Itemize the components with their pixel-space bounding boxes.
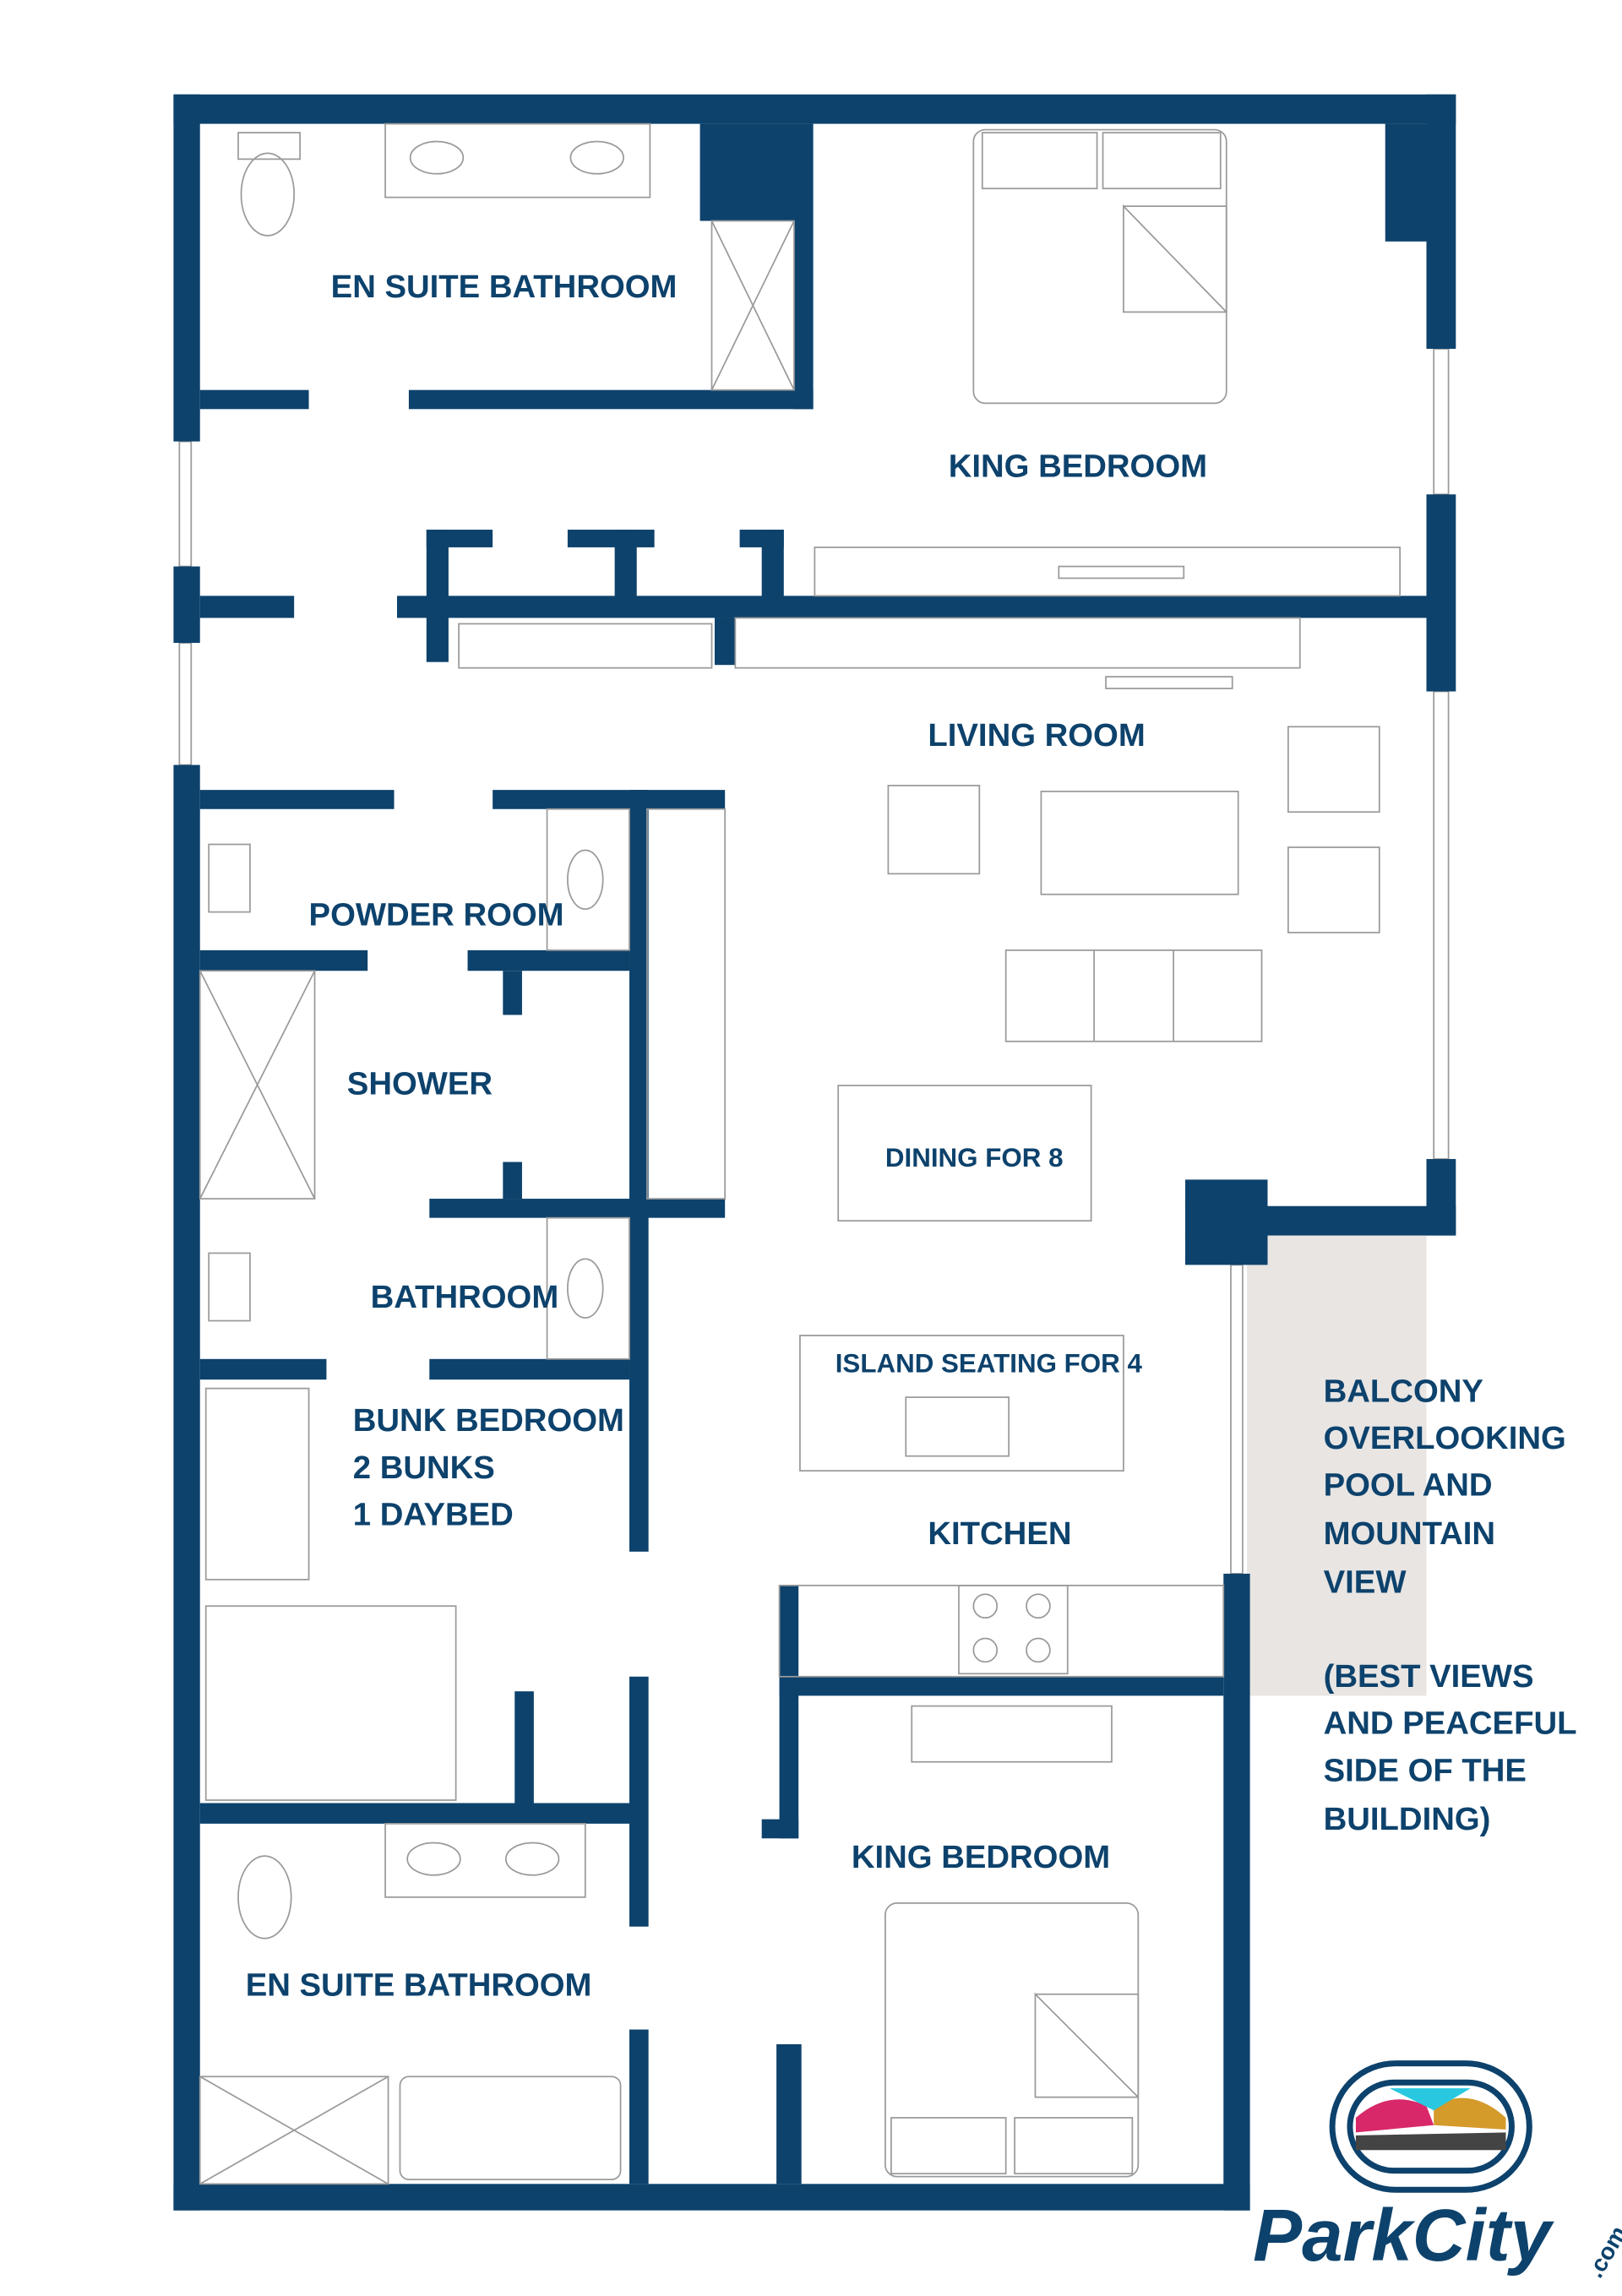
svg-text:AND PEACEFUL: AND PEACEFUL xyxy=(1324,1706,1577,1742)
label-dining: DINING FOR 8 xyxy=(885,1143,1064,1172)
svg-text:BUILDING): BUILDING) xyxy=(1324,1801,1491,1837)
label-ensuite-top: EN SUITE BATHROOM xyxy=(331,269,678,305)
label-shower: SHOWER xyxy=(347,1065,493,1102)
balcony-note: BALCONY OVERLOOKING POOL AND MOUNTAIN VI… xyxy=(1324,1373,1577,1837)
label-bunk-2: 2 BUNKS xyxy=(353,1450,495,1486)
label-island: ISLAND SEATING FOR 4 xyxy=(835,1348,1143,1378)
svg-text:(BEST VIEWS: (BEST VIEWS xyxy=(1324,1658,1534,1695)
label-kitchen: KITCHEN xyxy=(928,1515,1071,1552)
logo-wordmark: ParkCity xyxy=(1253,2195,1554,2277)
furniture xyxy=(199,122,1402,2185)
svg-text:VIEW: VIEW xyxy=(1324,1564,1407,1601)
parkcity-logo: ParkCity .com xyxy=(1253,2060,1622,2282)
label-king-bottom: KING BEDROOM xyxy=(852,1839,1110,1875)
balcony-area xyxy=(1247,1235,1427,1696)
label-ensuite-bottom: EN SUITE BATHROOM xyxy=(246,1967,592,2004)
svg-text:OVERLOOKING: OVERLOOKING xyxy=(1324,1420,1566,1456)
svg-text:POOL AND: POOL AND xyxy=(1324,1467,1493,1504)
label-powder: POWDER ROOM xyxy=(309,896,564,933)
walls xyxy=(173,94,1456,2211)
label-bunk-3: 1 DAYBED xyxy=(353,1496,514,1532)
label-bathroom: BATHROOM xyxy=(371,1279,559,1315)
label-king-top: KING BEDROOM xyxy=(949,448,1207,484)
label-bunk: BUNK BEDROOM xyxy=(353,1402,624,1439)
svg-text:BALCONY: BALCONY xyxy=(1324,1373,1483,1409)
label-living: LIVING ROOM xyxy=(928,717,1145,754)
logo-suffix: .com xyxy=(1581,2222,1622,2282)
svg-text:SIDE OF THE: SIDE OF THE xyxy=(1324,1752,1527,1788)
svg-text:MOUNTAIN: MOUNTAIN xyxy=(1324,1515,1495,1552)
